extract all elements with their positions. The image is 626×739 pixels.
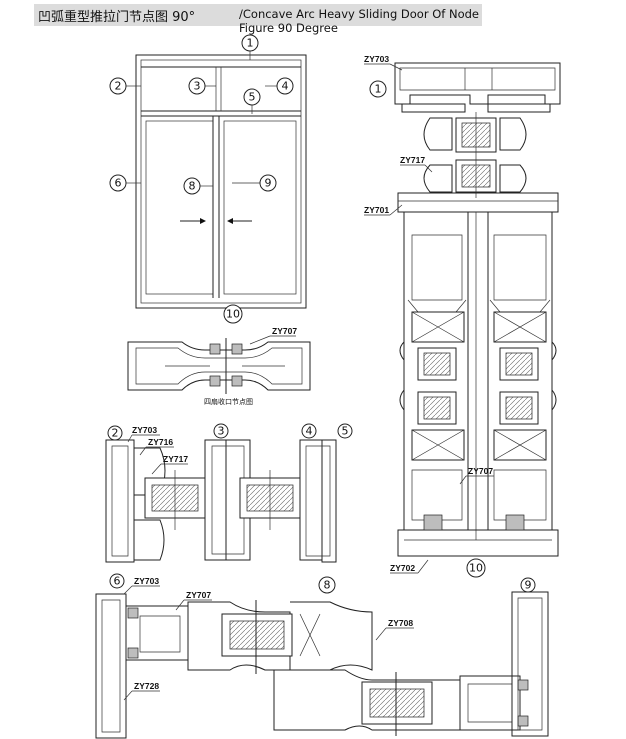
callout-4-elev: 4 bbox=[276, 77, 294, 95]
callout-9-elev: 9 bbox=[259, 174, 277, 192]
title-english: /Concave Arc Heavy Sliding Door Of Node … bbox=[239, 7, 480, 35]
svg-text:ZY708: ZY708 bbox=[388, 618, 413, 628]
vertical-section bbox=[394, 62, 561, 557]
callout-10-section: 10 bbox=[466, 558, 486, 578]
svg-text:1: 1 bbox=[247, 37, 254, 50]
title-chinese: 凹弧重型推拉门节点图 90° bbox=[38, 10, 196, 25]
callout-2-section: 2 bbox=[107, 425, 123, 441]
part-label-zy708: ZY708 bbox=[375, 618, 414, 641]
part-label-zy717-section: ZY717 bbox=[400, 155, 433, 173]
svg-text:ZY703: ZY703 bbox=[364, 54, 389, 64]
door-elevation bbox=[126, 50, 307, 309]
svg-text:8: 8 bbox=[189, 180, 196, 193]
svg-text:ZY703: ZY703 bbox=[134, 576, 159, 586]
part-label-zy703-upper: ZY703 bbox=[127, 425, 160, 443]
callout-8-elev: 8 bbox=[183, 177, 201, 195]
svg-text:10: 10 bbox=[469, 562, 483, 575]
part-label-zy717-upper: ZY717 bbox=[151, 454, 188, 475]
svg-text:ZY702: ZY702 bbox=[390, 563, 415, 573]
callout-5-section: 5 bbox=[337, 423, 353, 439]
svg-text:9: 9 bbox=[265, 177, 272, 190]
svg-text:4: 4 bbox=[306, 425, 313, 438]
svg-text:5: 5 bbox=[249, 91, 256, 104]
interlock-detail bbox=[127, 338, 311, 394]
part-label-zy701: ZY701 bbox=[364, 204, 403, 216]
horizontal-section-lower bbox=[95, 591, 549, 739]
svg-text:ZY717: ZY717 bbox=[400, 155, 425, 165]
interlock-caption: 四扇收口节点图 bbox=[204, 397, 253, 406]
callout-1-section: 1 bbox=[369, 80, 387, 98]
svg-text:ZY707: ZY707 bbox=[186, 590, 211, 600]
svg-text:ZY703: ZY703 bbox=[132, 425, 157, 435]
callout-8-section: 8 bbox=[318, 576, 336, 594]
part-label-zy707-interlock: ZY707 bbox=[249, 326, 297, 345]
horizontal-section-upper bbox=[105, 439, 337, 563]
svg-text:2: 2 bbox=[115, 80, 122, 93]
svg-text:ZY717: ZY717 bbox=[163, 454, 188, 464]
svg-text:9: 9 bbox=[525, 579, 532, 592]
svg-text:6: 6 bbox=[114, 575, 121, 588]
part-label-zy703-lower: ZY703 bbox=[123, 576, 160, 595]
svg-text:2: 2 bbox=[112, 427, 119, 440]
callout-1-top: 1 bbox=[241, 34, 259, 52]
svg-text:ZY701: ZY701 bbox=[364, 205, 389, 215]
title-bar: 凹弧重型推拉门节点图 90° /Concave Arc Heavy Slidin… bbox=[34, 4, 482, 35]
part-label-zy728: ZY728 bbox=[123, 681, 160, 701]
svg-text:3: 3 bbox=[218, 425, 225, 438]
callout-2-elev: 2 bbox=[109, 77, 127, 95]
svg-text:10: 10 bbox=[226, 308, 240, 321]
svg-text:8: 8 bbox=[324, 579, 331, 592]
callout-6-elev: 6 bbox=[109, 174, 127, 192]
callout-5-elev: 5 bbox=[243, 88, 261, 106]
svg-text:ZY716: ZY716 bbox=[148, 437, 173, 447]
part-label-zy716: ZY716 bbox=[139, 437, 174, 456]
part-label-zy707-lower: ZY707 bbox=[175, 590, 212, 611]
svg-text:3: 3 bbox=[194, 80, 201, 93]
svg-text:ZY728: ZY728 bbox=[134, 681, 159, 691]
svg-text:ZY707: ZY707 bbox=[468, 466, 493, 476]
callout-4-section: 4 bbox=[301, 423, 317, 439]
part-label-zy707-section: ZY707 bbox=[459, 466, 494, 485]
svg-text:ZY707: ZY707 bbox=[272, 326, 297, 336]
svg-text:6: 6 bbox=[115, 177, 122, 190]
part-label-zy703-section: ZY703 bbox=[364, 54, 403, 71]
callout-3-elev: 3 bbox=[188, 77, 206, 95]
callout-6-section: 6 bbox=[109, 573, 125, 589]
callout-10-interlock: 10 bbox=[223, 304, 243, 324]
svg-text:4: 4 bbox=[282, 80, 289, 93]
svg-text:5: 5 bbox=[342, 425, 349, 438]
callout-9-section: 9 bbox=[520, 577, 536, 593]
part-label-zy702: ZY702 bbox=[390, 559, 429, 574]
callout-3-section: 3 bbox=[213, 423, 229, 439]
svg-text:1: 1 bbox=[375, 83, 382, 96]
